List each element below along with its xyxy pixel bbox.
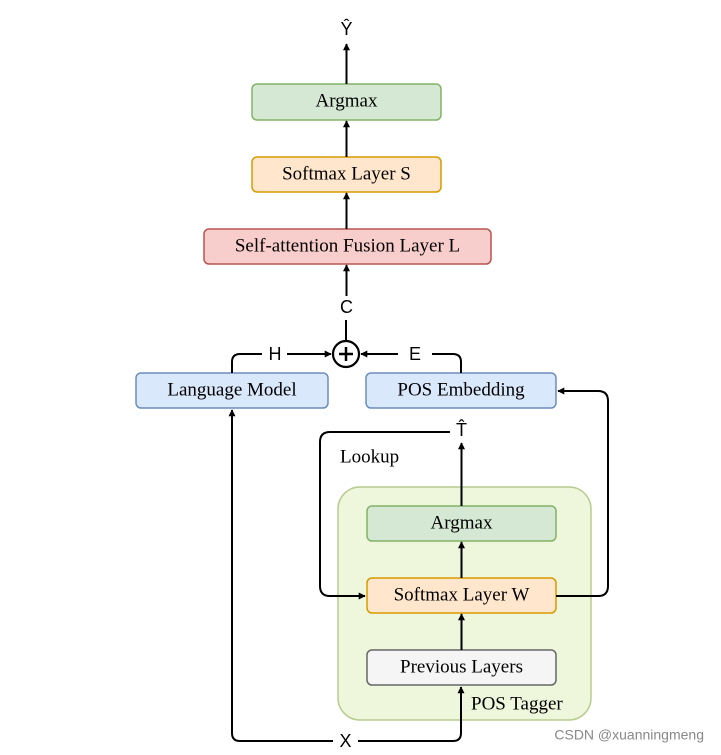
label-pos-tagger: POS Tagger	[471, 693, 563, 714]
fusion-layer-label: Self-attention Fusion Layer L	[235, 235, 460, 256]
label-c: C	[340, 297, 353, 317]
softmax-w-label: Softmax Layer W	[394, 584, 530, 605]
edge-lookup-loop	[319, 431, 450, 600]
label-h: H	[269, 344, 282, 364]
label-t-hat: T̂	[456, 419, 467, 440]
edge-lm-to-plus	[231, 354, 331, 373]
edge-x-to-lm	[228, 409, 333, 742]
label-x: X	[339, 731, 351, 751]
edge-softmax-w-to-posemb	[556, 387, 609, 597]
softmax-s-label: Softmax Layer S	[282, 163, 411, 184]
pos-embedding-label: POS Embedding	[397, 379, 525, 400]
edge-posemb-to-plus	[361, 354, 462, 373]
language-model-label: Language Model	[167, 379, 296, 400]
previous-layers-label: Previous Layers	[400, 656, 523, 677]
argmax-top-label: Argmax	[316, 90, 378, 111]
label-y-hat: Ŷ	[340, 19, 352, 39]
label-e: E	[409, 344, 421, 364]
watermark: CSDN @xuanningmeng	[554, 727, 704, 743]
edge-x-to-previous	[358, 686, 465, 742]
label-lookup: Lookup	[340, 446, 399, 467]
argmax-inner-label: Argmax	[431, 512, 493, 533]
